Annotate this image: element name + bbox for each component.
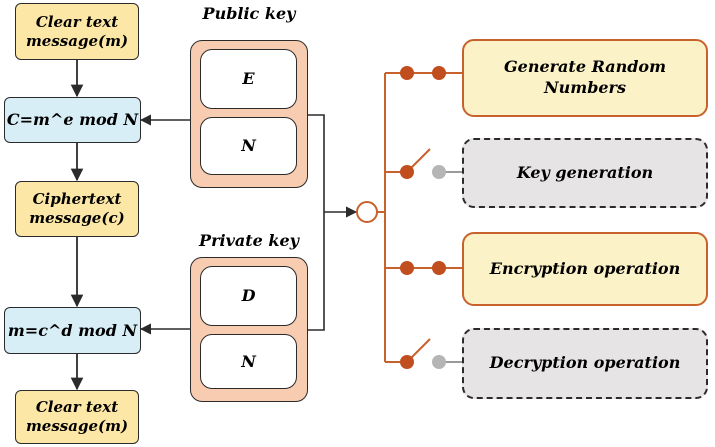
private-key-n: N (200, 334, 297, 389)
ciphertext-box: Ciphertext message(c) (15, 181, 139, 237)
operation-decryption: Decryption operation (462, 328, 708, 399)
private-key-panel: D N (190, 257, 308, 402)
operation-encryption: Encryption operation (462, 232, 708, 306)
decryption-formula-box: m=c^d mod N (4, 307, 141, 354)
public-key-panel: E N (190, 40, 308, 188)
plaintext-output-box: Clear text message(m) (15, 390, 139, 444)
private-key-d: D (200, 266, 297, 326)
switch-encryption (385, 261, 462, 275)
plaintext-input-box: Clear text message(m) (15, 3, 139, 60)
private-key-link (308, 212, 325, 331)
switch-key-generation (385, 148, 462, 179)
switch-decryption (385, 338, 462, 369)
junction-node (356, 201, 378, 223)
switch-generate-random (385, 66, 462, 80)
private-key-title: Private key (199, 231, 299, 250)
encryption-formula-box: C=m^e mod N (4, 97, 141, 143)
public-key-title: Public key (202, 4, 296, 23)
public-key-link (308, 114, 325, 212)
operation-generate-random: Generate Random Numbers (462, 39, 708, 117)
public-key-n: N (200, 117, 297, 175)
operation-key-generation: Key generation (462, 138, 708, 208)
public-key-e: E (200, 49, 297, 109)
